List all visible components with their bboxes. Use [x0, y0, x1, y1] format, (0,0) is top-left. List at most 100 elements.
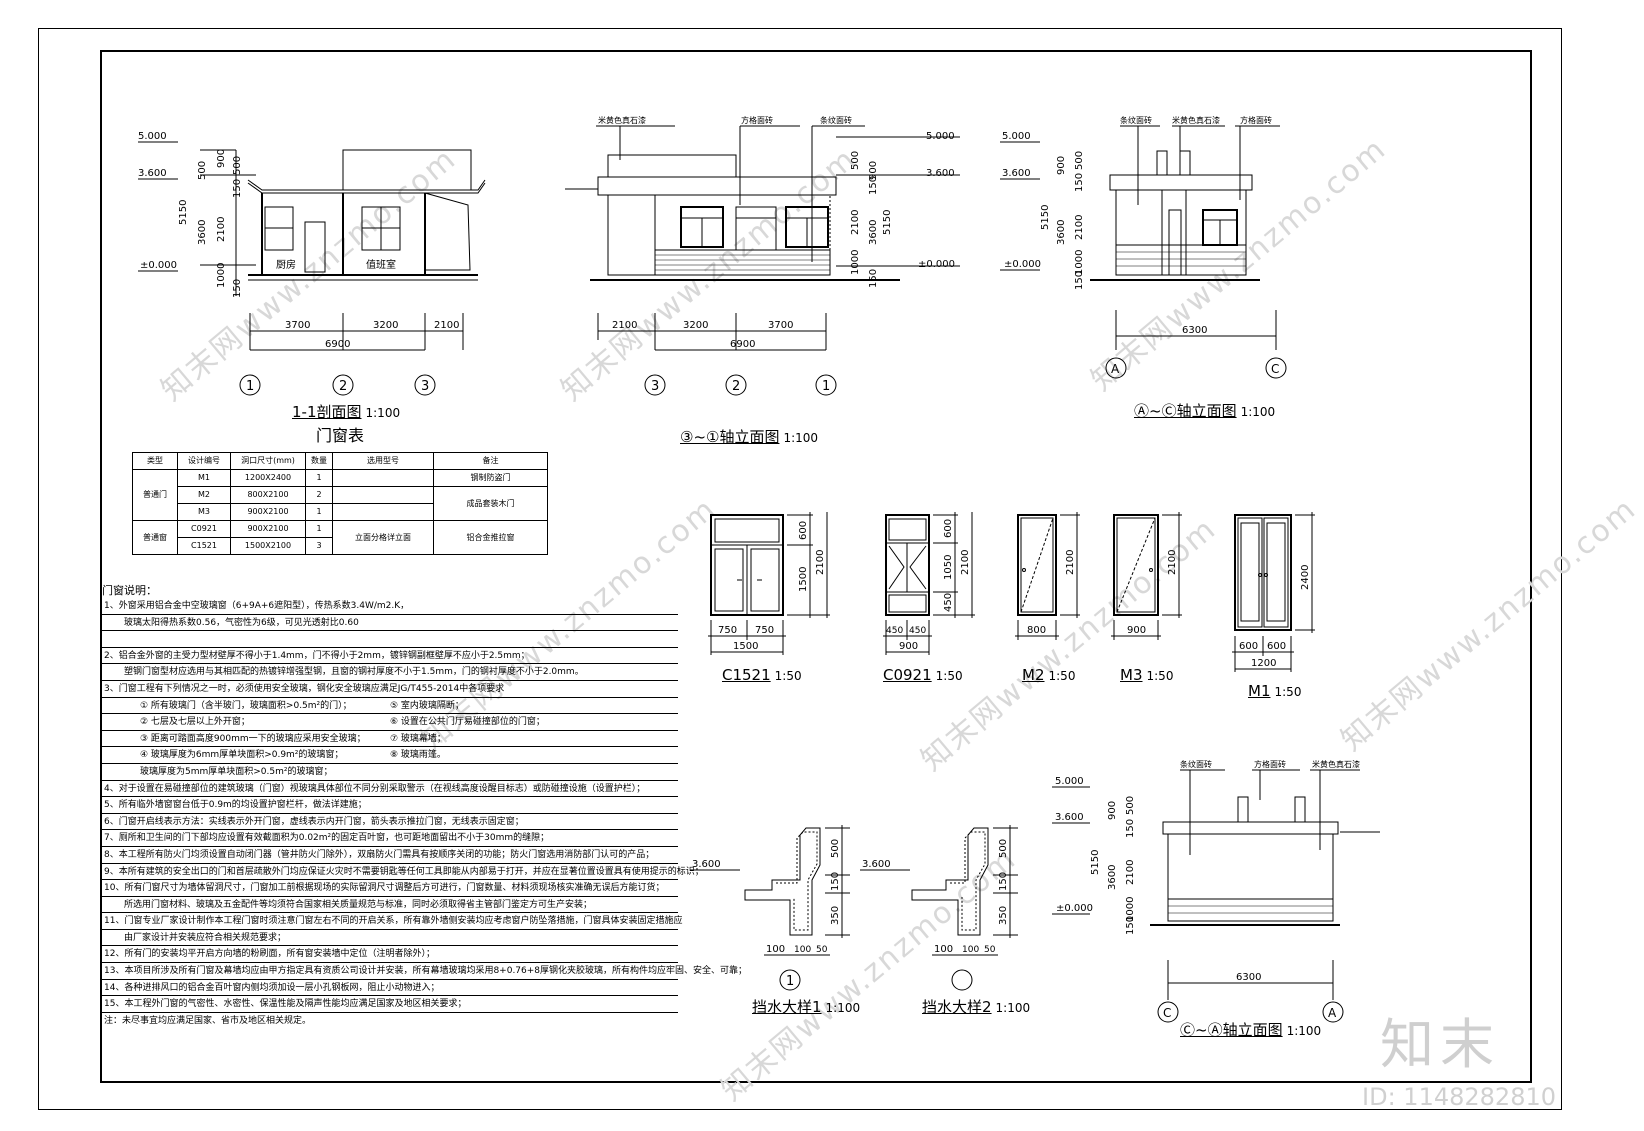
elevation-3-1: 5.000 3.600 ±0.000 5150 3600 2100 1000 5…	[565, 115, 960, 396]
svg-text:3: 3	[421, 379, 429, 394]
door-window-table-title: 门窗表	[316, 426, 365, 445]
svg-text:3200: 3200	[683, 320, 708, 331]
svg-text:2: 2	[732, 379, 740, 394]
svg-text:900: 900	[1127, 625, 1146, 636]
svg-text:500: 500	[1125, 796, 1136, 815]
svg-text:方格面砖: 方格面砖	[1254, 759, 1286, 769]
level-zero: ±0.000	[140, 260, 177, 271]
note-line: 7、厕所和卫生间的门下部均应设置有效截面积为0.02m²的固定百叶窗，也可距地面…	[102, 830, 678, 847]
table-row: C1521 1500X2100 3	[133, 537, 548, 555]
svg-text:3.600: 3.600	[1002, 168, 1031, 179]
drawing-canvas: 5.000 3.600 ±0.000 5150 3600 2100 1000 9…	[138, 115, 1380, 1023]
note-line: 3、门窗工程有下列情况之一时，必须使用安全玻璃，钢化安全玻璃应满足JG/T455…	[102, 681, 678, 698]
callout-stone-paint: 米黄色真石漆	[598, 115, 646, 125]
note-line: 14、各种进排风口的铝合金百叶窗内侧均须加设一层小孔钢板网，阻止小动物进入；	[102, 980, 678, 997]
svg-text:150: 150	[998, 872, 1009, 891]
detail-2: 3.600 500 150 350 100 100 50	[860, 825, 1018, 991]
svg-text:米黄色真石漆: 米黄色真石漆	[1172, 115, 1220, 125]
svg-text:350: 350	[830, 906, 841, 925]
svg-text:2: 2	[339, 379, 347, 394]
svg-text:条纹面砖: 条纹面砖	[1180, 759, 1212, 769]
table-row: M2 800X2100 2 成品套装木门	[133, 486, 548, 521]
svg-text:±0.000: ±0.000	[918, 259, 955, 270]
door-window-table: 类型 设计编号 洞口尺寸(mm) 数量 选用型号 备注 普通门 M1 1200X…	[132, 452, 548, 555]
svg-text:600: 600	[1239, 641, 1258, 652]
note-line: 玻璃厚度为5mm厚单块面积>0.5m²的玻璃窗；	[102, 764, 678, 781]
svg-text:1000: 1000	[850, 250, 861, 275]
svg-text:条纹面砖: 条纹面砖	[1120, 115, 1152, 125]
svg-text:5.000: 5.000	[926, 131, 955, 142]
notes-heading: 门窗说明：	[102, 584, 157, 597]
outer-sheet-border	[38, 28, 1562, 1110]
image-id-label: ID: 1148282810	[1362, 1083, 1556, 1111]
section-1-1: 5.000 3.600 ±0.000 5150 3600 2100 1000 9…	[138, 131, 486, 396]
note-line: 2、铝合金外窗的主受力型材壁厚不得小于1.4mm，门不得小于2mm，镀锌钢副框壁…	[102, 648, 678, 665]
note-line	[102, 631, 678, 648]
svg-text:50: 50	[984, 945, 996, 955]
svg-text:100: 100	[962, 945, 979, 955]
svg-text:500: 500	[998, 839, 1009, 858]
note-line: 塑钢门窗型材应选用与其相匹配的热镀锌增强型钢，且窗的钢衬厚度不小于1.5mm，门…	[102, 664, 678, 681]
svg-text:150: 150	[868, 176, 879, 195]
note-line: 所选用门窗材料、玻璃及五金配件等均须符合国家相关质量规范与标准，同时必须取得省主…	[102, 897, 678, 914]
svg-text:3.600: 3.600	[926, 168, 955, 179]
callout-stripe-tile: 条纹面砖	[820, 115, 852, 125]
svg-text:3.600: 3.600	[692, 859, 721, 870]
svg-text:3700: 3700	[285, 320, 310, 331]
svg-text:2400: 2400	[1300, 565, 1311, 590]
svg-text:1500: 1500	[798, 567, 809, 592]
svg-text:2100: 2100	[612, 320, 637, 331]
svg-text:1: 1	[822, 379, 830, 394]
svg-text:2100: 2100	[1167, 550, 1178, 575]
svg-text:3600: 3600	[868, 220, 879, 245]
svg-text:1000: 1000	[216, 263, 227, 288]
svg-text:3: 3	[651, 379, 659, 394]
brand-logo: 知末	[1380, 1013, 1500, 1076]
svg-text:900: 900	[1107, 801, 1118, 820]
svg-text:150: 150	[868, 269, 879, 288]
svg-text:3.600: 3.600	[862, 859, 891, 870]
note-line: 1、外窗采用铝合金中空玻璃窗（6+9A+6遮阳型），传热系数3.4W/m2.K，	[102, 598, 678, 615]
svg-text:900: 900	[899, 641, 918, 652]
svg-text:2100: 2100	[850, 210, 861, 235]
svg-text:150: 150	[232, 179, 243, 198]
drawing-frame	[100, 50, 1532, 1083]
note-line: 9、本所有建筑的安全出口的门和首层疏散外门均应保证火灾时不需要钥匙等任何工具即能…	[102, 864, 704, 881]
svg-text:150: 150	[1074, 271, 1085, 290]
window-C0921: 600 1050 450 2100 450 450 900	[883, 512, 975, 655]
svg-text:150: 150	[1125, 916, 1136, 935]
note-line: 8、本工程所有防火门均须设置自动闭门器（管井防火门除外），双扇防火门需具有按顺序…	[102, 847, 678, 864]
svg-text:3600: 3600	[197, 220, 208, 245]
note-line: ② 七层及七层以上外开窗；⑥ 设置在公共门厅易碰撞部位的门窗；	[102, 714, 678, 731]
door-M3: 2100 900	[1111, 512, 1182, 640]
svg-text:150: 150	[1125, 819, 1136, 838]
note-line: ① 所有玻璃门（含半玻门，玻璃面积>0.5m²的门）；⑤ 室内玻璃隔断；	[102, 698, 678, 715]
svg-text:3600: 3600	[1107, 865, 1118, 890]
note-line: 由厂家设计并安装应符合相关规范要求；	[102, 930, 678, 947]
note-line: 6、门窗开启线表示方法：实线表示外开门窗，虚线表示内开门窗，箭头表示推拉门窗，无…	[102, 814, 678, 831]
table-header-row: 类型 设计编号 洞口尺寸(mm) 数量 选用型号 备注	[132, 452, 548, 470]
svg-text:1500: 1500	[733, 641, 758, 652]
svg-text:800: 800	[1027, 625, 1046, 636]
svg-text:150: 150	[830, 872, 841, 891]
svg-text:2100: 2100	[216, 217, 227, 242]
svg-text:1000: 1000	[1125, 897, 1136, 922]
svg-text:A: A	[1328, 1006, 1337, 1020]
note-line: 4、对于设置在易碰撞部位的建筑玻璃（门窗）视玻璃具体部位不同分别采取警示（在视线…	[102, 781, 678, 798]
svg-text:600: 600	[798, 521, 809, 540]
svg-text:450: 450	[909, 626, 926, 636]
svg-text:150: 150	[232, 279, 243, 298]
elevation-A-C: 5.000 3.600 ±0.000 5150 3600 2100 1000 9…	[1000, 115, 1287, 379]
svg-text:3600: 3600	[1056, 220, 1067, 245]
svg-text:5150: 5150	[1040, 205, 1051, 230]
table-row: 普通窗 C0921 900X2100 1 立面分格详立面 铝合金推拉窗	[132, 520, 548, 555]
svg-text:150: 150	[1074, 173, 1085, 192]
svg-text:1050: 1050	[943, 555, 954, 580]
